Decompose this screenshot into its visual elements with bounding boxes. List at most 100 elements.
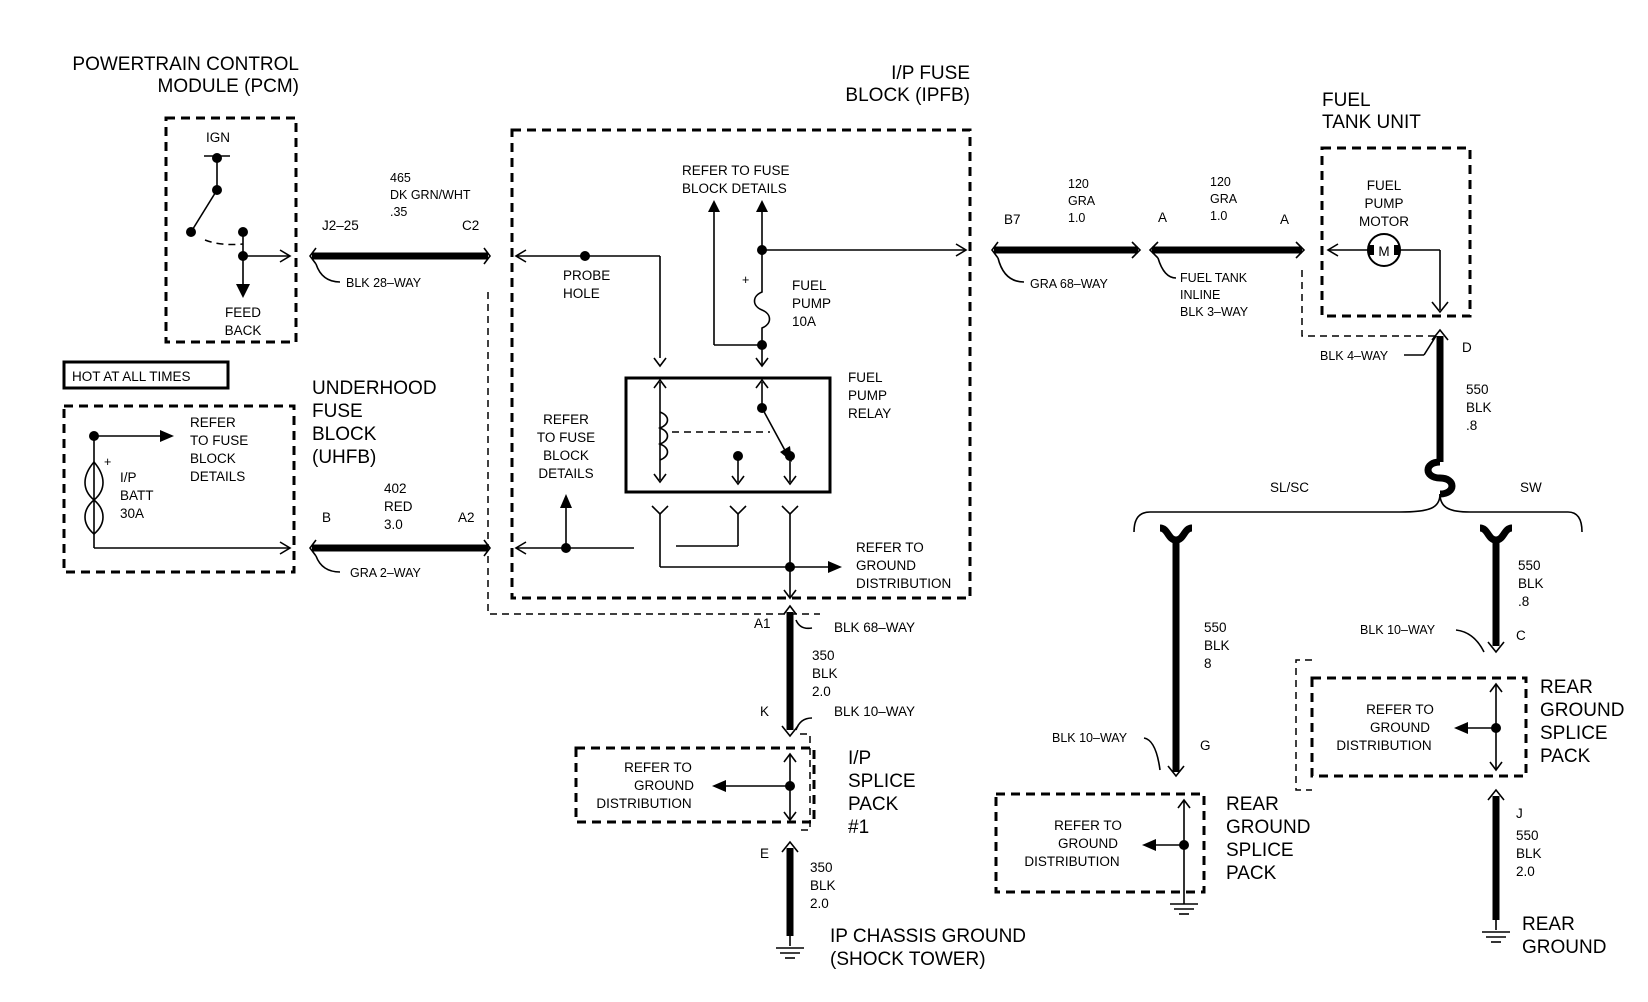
feedback-label: BACK	[225, 323, 262, 338]
ipsp-pin-out: E	[760, 846, 769, 861]
chassis-ground-label: IP CHASSIS GROUND	[830, 926, 1026, 947]
uhfb-refer: REFER	[190, 415, 236, 430]
hot-at-all-times-label: HOT AT ALL TIMES	[72, 369, 191, 384]
rgsp-left-refer: REFER TO	[1054, 818, 1122, 833]
ipsp-title: SPLICE	[848, 771, 916, 792]
rgsp-left-title: GROUND	[1226, 817, 1310, 838]
pcm-title: MODULE (PCM)	[158, 76, 299, 97]
rgsp-right-title: SPLICE	[1540, 723, 1608, 744]
rgsp-left-connector: BLK 10–WAY	[1052, 731, 1128, 745]
tank-pin: D	[1462, 340, 1472, 355]
wire-size: 2.0	[1516, 864, 1535, 879]
wire-number: 465	[390, 171, 411, 185]
tank-box	[1320, 146, 1472, 318]
rgsp-right-title: PACK	[1540, 746, 1591, 767]
rgsp-left-title: SPLICE	[1226, 840, 1294, 861]
wire-color: RED	[384, 499, 413, 514]
inline-label: BLK 3–WAY	[1180, 305, 1249, 319]
wire-color: GRA	[1068, 194, 1096, 208]
chassis-ground-label: (SHOCK TOWER)	[830, 949, 986, 970]
ipfb-fuse-label: PUMP	[792, 296, 831, 311]
tank-connector: BLK 4–WAY	[1320, 349, 1389, 363]
motor-symbol: M	[1378, 244, 1389, 259]
uhfb-fuse-label: I/P	[120, 470, 137, 485]
wire-550-rear: 550 BLK 2.0 REAR GROUND	[1482, 788, 1606, 958]
ipsp-pin: K	[760, 704, 769, 719]
branch-left: SL/SC	[1270, 480, 1309, 495]
inline-pin: A	[1280, 212, 1289, 227]
ipfb-title: I/P FUSE	[891, 63, 970, 84]
ipfb-connector: GRA 68–WAY	[1030, 277, 1108, 291]
pcm-pin: J2–25	[322, 218, 359, 233]
wire-color: BLK	[810, 878, 836, 893]
wire-size: 1.0	[1210, 209, 1227, 223]
pcm-title: POWERTRAIN CONTROL	[72, 54, 299, 75]
wire-size: .35	[390, 205, 407, 219]
tank-title: TANK UNIT	[1322, 112, 1421, 133]
rgsp-right: REFER TO GROUND DISTRIBUTION REAR GROUND…	[1295, 659, 1624, 821]
wire-350-b: E 350 BLK 2.0 IP CHASSIS GROUND (SHOCK T…	[760, 840, 1026, 970]
branch-right: SW	[1520, 480, 1542, 495]
ipfb-ground-label: REFER TO	[856, 540, 924, 555]
wire-color: BLK	[1204, 638, 1230, 653]
wire-size: .8	[1466, 418, 1477, 433]
inline-label: FUEL TANK	[1180, 271, 1248, 285]
rgsp-left-title: PACK	[1226, 863, 1277, 884]
wire-120-b: A A 120 GRA 1.0 FUEL TANK INLINE BLK 3–W…	[1148, 175, 1306, 319]
rgsp-left-title: REAR	[1226, 794, 1279, 815]
wire-size: 3.0	[384, 517, 403, 532]
ipfb-refer-left: DETAILS	[538, 466, 593, 481]
ipfb-refer-left: REFER	[543, 412, 589, 427]
relay-label: RELAY	[848, 406, 891, 421]
wire-color: BLK	[1518, 576, 1544, 591]
ipfb-section: I/P FUSE BLOCK (IPFB) REFER TO FUSE BLOC…	[510, 63, 972, 600]
rear-ground-label: REAR	[1522, 914, 1575, 935]
rgsp-right-box	[1310, 676, 1528, 778]
wire-number: 550	[1204, 620, 1227, 635]
ipfb-pin: C2	[462, 218, 479, 233]
ipfb-refer-left: TO FUSE	[537, 430, 595, 445]
ipfb-pin: A2	[458, 510, 475, 525]
ipfb-fuse-label: 10A	[792, 314, 816, 329]
uhfb-refer: DETAILS	[190, 469, 245, 484]
tank-title: FUEL	[1322, 90, 1371, 111]
rgsp-right-refer: REFER TO	[1366, 702, 1434, 717]
pcm-box	[164, 116, 298, 344]
ipsp-box	[574, 746, 816, 824]
fuse-icon	[84, 460, 104, 536]
uhfb-connector: GRA 2–WAY	[350, 566, 422, 580]
hot-at-all-times-box	[62, 360, 230, 390]
uhfb-fuse-label: 30A	[120, 506, 144, 521]
probe-hole-label: PROBE	[563, 268, 610, 283]
rgsp-right-pin-out: J	[1516, 806, 1523, 821]
ipsp-title: #1	[848, 817, 869, 838]
wire-size: 1.0	[1068, 211, 1085, 225]
ground-icon	[1482, 920, 1510, 943]
relay-label: PUMP	[848, 388, 887, 403]
connector-outline	[487, 292, 820, 615]
wire-550-right: 550 BLK .8 BLK 10–WAY C	[1360, 524, 1544, 654]
wire-120-a: B7 120 GRA 1.0 GRA 68–WAY	[991, 177, 1142, 291]
wire-number: 402	[384, 481, 407, 496]
ipfb-refer-top: REFER TO FUSE	[682, 163, 790, 178]
wire-number: 120	[1210, 175, 1231, 189]
uhfb-title: UNDERHOOD	[312, 378, 437, 399]
rgsp-left: REFER TO GROUND DISTRIBUTION REAR GROUND…	[994, 792, 1310, 915]
wire-number: 350	[812, 648, 835, 663]
wire-color: GRA	[1210, 192, 1238, 206]
ipfb-box	[510, 128, 972, 600]
ipfb-pin: B7	[1004, 212, 1021, 227]
wire-465: J2–25 465 DK GRN/WHT .35 C2 BLK 28–WAY	[309, 171, 491, 290]
fuel-pump-relay	[624, 376, 832, 494]
rgsp-right-pin: C	[1516, 628, 1526, 643]
ipfb-ground-label: DISTRIBUTION	[856, 576, 951, 591]
ipfb-refer-left: BLOCK	[543, 448, 589, 463]
ipfb-title: BLOCK (IPFB)	[845, 85, 970, 106]
rgsp-left-pin: G	[1200, 738, 1211, 753]
uhfb-title: (UHFB)	[312, 447, 376, 468]
rgsp-right-refer: GROUND	[1370, 720, 1430, 735]
ipsp-title: PACK	[848, 794, 899, 815]
uhfb-refer: TO FUSE	[190, 433, 248, 448]
svg-text:+: +	[104, 455, 111, 469]
